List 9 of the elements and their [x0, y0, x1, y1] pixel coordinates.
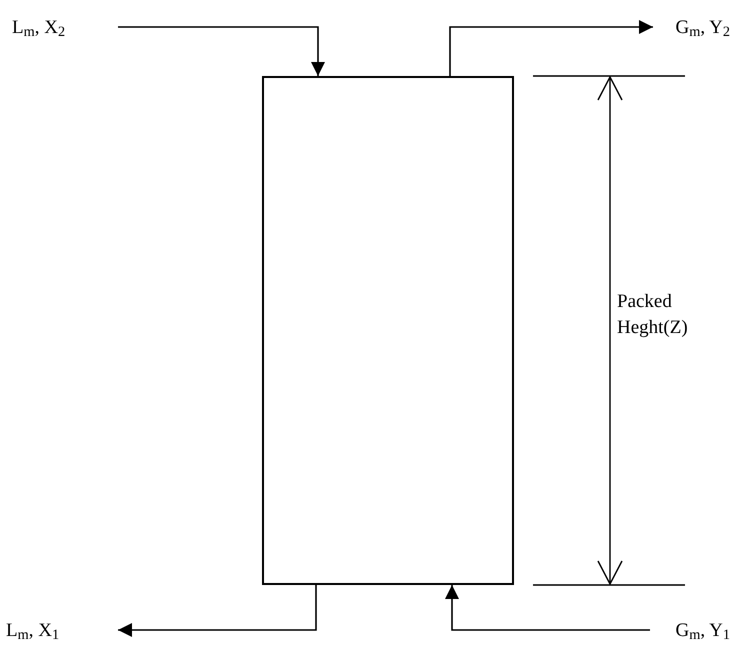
- stream-label: L$_{m}$, X$_{2}$: [12, 14, 118, 40]
- column-box: [262, 76, 514, 585]
- stream-label: G$_{m}$, Y$_{2}$: [653, 14, 730, 40]
- flow-arrow: [118, 585, 317, 637]
- flow-arrow: [118, 26, 325, 76]
- stream-label: L$_{m}$, X$_{1}$: [6, 617, 118, 643]
- flow-arrow: [449, 20, 653, 76]
- stream-label: G$_{m}$, Y$_{1}$: [650, 617, 730, 643]
- flow-arrow: [445, 585, 650, 631]
